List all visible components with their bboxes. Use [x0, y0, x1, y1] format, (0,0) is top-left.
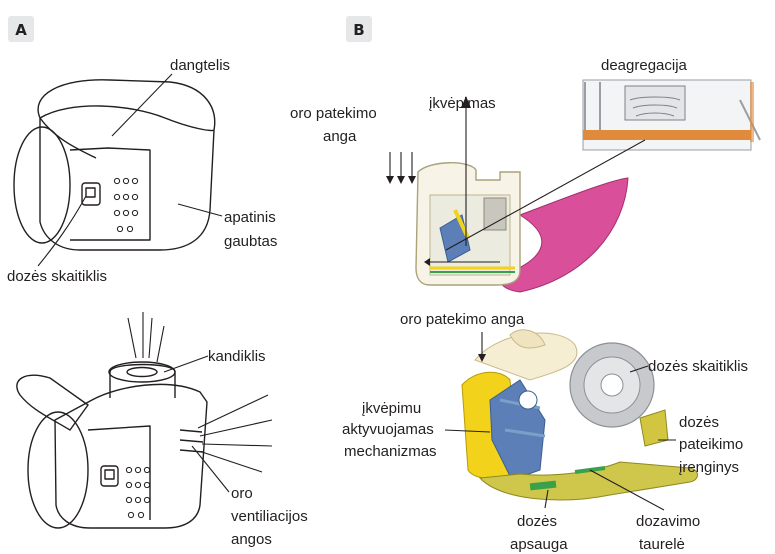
label-air-inlet-1: oro patekimo	[290, 105, 377, 122]
inhaler-cross-section	[416, 163, 628, 292]
label-dosing-cup-2: taurelė	[639, 536, 685, 553]
label-air-vents-3: angos	[231, 531, 272, 548]
label-mouthpiece: kandiklis	[208, 348, 266, 365]
label-dose-counter-b: dozės skaitiklis	[648, 358, 748, 375]
panel-b-letter: B	[353, 21, 364, 39]
label-lower-housing-1: apatinis	[224, 209, 276, 226]
deagglomeration-inset	[583, 80, 760, 150]
label-breath-mech-1: įkvėpimu	[362, 400, 421, 417]
air-inlet-arrows	[386, 152, 416, 184]
label-dose-counter-a: dozės skaitiklis	[7, 268, 107, 285]
label-deagglomeration: deagregacija	[601, 57, 688, 74]
label-air-vents-1: oro	[231, 485, 253, 502]
closed-vent-dots	[114, 178, 137, 231]
inhaler-closed-illustration	[14, 80, 215, 250]
panel-b: B deagregacija	[290, 16, 760, 553]
mechanism-exploded-view	[462, 330, 698, 500]
panel-a: A dangtelis apatinis gaubtas dozės skait…	[7, 16, 308, 548]
label-dose-device-3: įrenginys	[679, 459, 739, 476]
panel-a-letter: A	[15, 21, 27, 39]
label-lower-housing-2: gaubtas	[224, 233, 277, 250]
label-breath-mech-3: mechanizmas	[344, 443, 437, 460]
label-inhalation: įkvėpimas	[429, 95, 496, 112]
label-dose-guard-1: dozės	[517, 513, 557, 530]
label-dose-device-1: dozės	[679, 414, 719, 431]
label-dose-guard-2: apsauga	[510, 536, 568, 553]
label-air-inlet-full: oro patekimo anga	[400, 311, 525, 328]
label-air-vents-2: ventiliacijos	[231, 508, 308, 525]
label-cap: dangtelis	[170, 57, 230, 74]
label-air-inlet-2: anga	[323, 128, 357, 145]
label-dose-device-2: pateikimo	[679, 436, 743, 453]
open-vent-dots	[126, 467, 149, 517]
label-breath-mech-2: aktyvuojamas	[342, 421, 434, 438]
label-dosing-cup-1: dozavimo	[636, 513, 700, 530]
